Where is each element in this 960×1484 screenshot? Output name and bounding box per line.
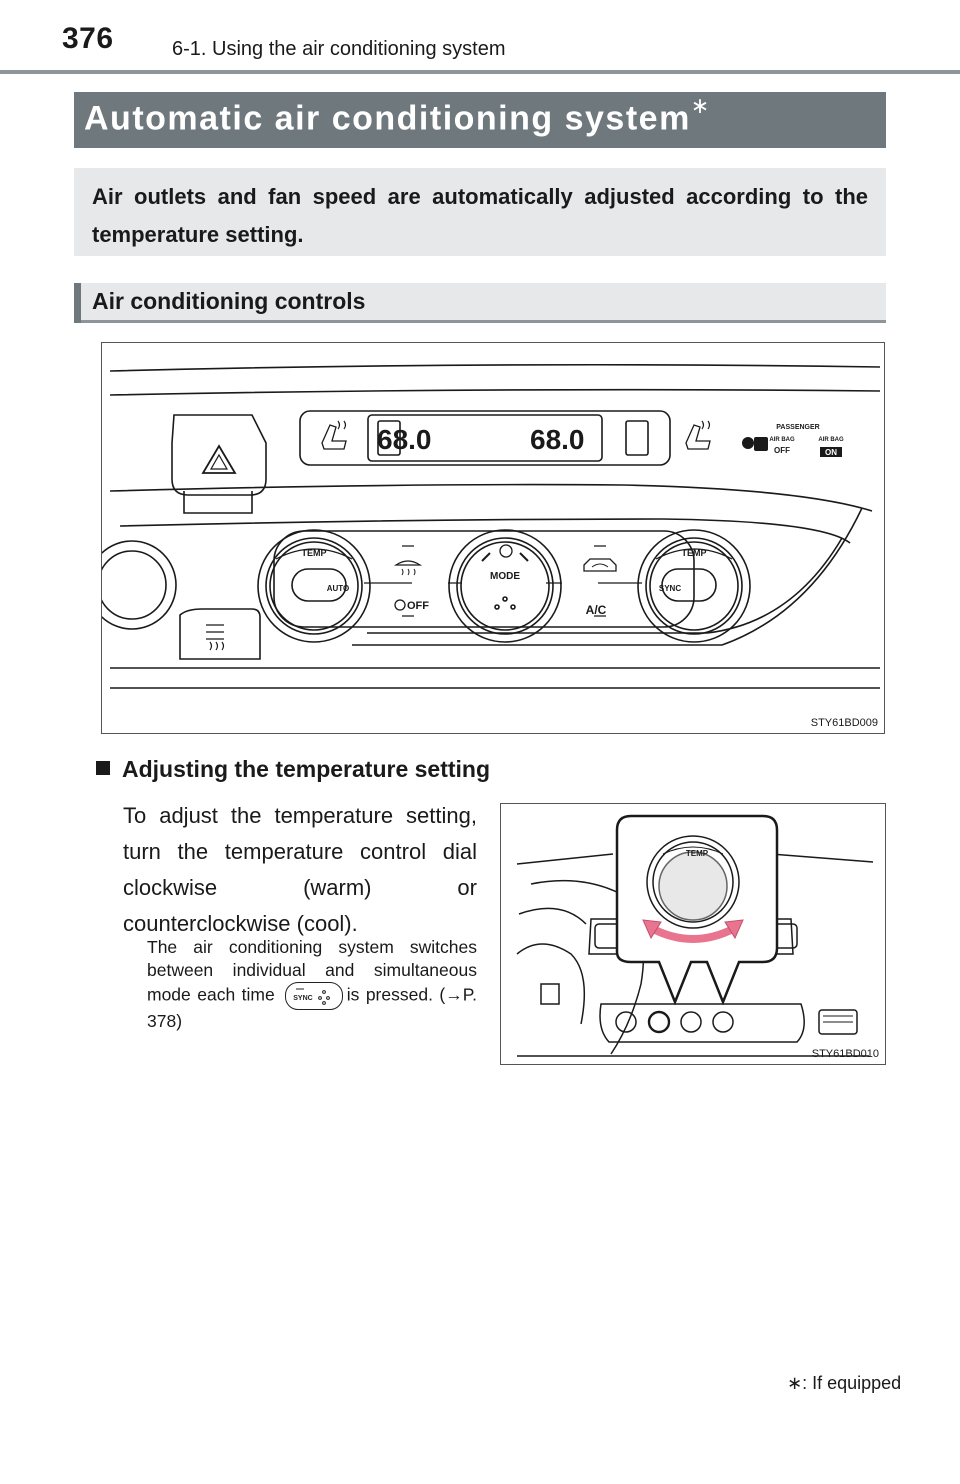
temp-label-left: TEMP xyxy=(301,548,326,558)
airbag-off-state: OFF xyxy=(774,446,790,455)
header-rule xyxy=(0,70,960,74)
temp-dial-label: TEMP xyxy=(686,849,709,858)
fan-icon[interactable] xyxy=(394,544,513,611)
airbag-on-state: ON xyxy=(825,448,837,457)
rear-defogger-icon[interactable] xyxy=(179,608,261,660)
title-bar xyxy=(74,92,886,148)
figure-code: STY61BD010 xyxy=(811,1048,879,1060)
page-title: Automatic air conditioning system∗ xyxy=(84,93,711,138)
temp-dial-figure: TEMP STY61BD010 xyxy=(500,803,886,1065)
square-bullet-icon xyxy=(96,761,110,775)
hazard-icon[interactable] xyxy=(171,414,267,514)
auto-button[interactable]: AUTO xyxy=(327,584,350,593)
sync-icon-label: SYNC xyxy=(293,995,312,1002)
page-number: 376 xyxy=(62,22,114,55)
mode-dial[interactable]: MODE xyxy=(490,571,520,582)
summary-box xyxy=(74,168,886,256)
fan-off-button[interactable]: OFF xyxy=(407,600,429,612)
airbag-on-label: AIR BAG xyxy=(818,437,844,443)
section-bar xyxy=(74,283,886,323)
body-text: To adjust the temperature setting, turn … xyxy=(123,803,477,936)
sync-button[interactable]: SYNC xyxy=(659,584,681,593)
figure-code: STY61BD009 xyxy=(810,717,878,729)
footnote: ∗: If equipped xyxy=(787,1373,902,1393)
subsection-heading: Adjusting the temperature setting xyxy=(96,756,490,783)
if-equipped-mark: ∗ xyxy=(690,93,711,118)
ac-button[interactable]: A/C xyxy=(586,603,607,617)
airbag-off-label: AIR BAG xyxy=(769,437,795,443)
temp-display-right: 68.0 xyxy=(530,424,585,455)
passenger-label: PASSENGER xyxy=(776,424,819,431)
recirculation-icon[interactable] xyxy=(583,558,617,572)
airbag-indicator-icon xyxy=(742,437,842,457)
note-text-before: The air conditioning system switches bet… xyxy=(147,937,477,1005)
control-panel-figure: 68.0 68.0 PASSENGER AIR BAG OFF AIR BAG … xyxy=(101,342,885,734)
note-text: The air conditioning system switches bet… xyxy=(147,936,477,1033)
summary-text: Air outlets and fan speed are automatica… xyxy=(92,184,868,247)
section-accent xyxy=(74,283,81,323)
page-title-text: Automatic air conditioning system xyxy=(84,99,691,138)
section-heading: Air conditioning controls xyxy=(92,288,366,314)
subsection-heading-text: Adjusting the temperature setting xyxy=(122,756,491,782)
rotate-arrow-icon xyxy=(642,919,744,943)
temp-label-right: TEMP xyxy=(681,548,706,558)
seat-heater-icon[interactable] xyxy=(321,420,347,450)
seat-heater-icon[interactable] xyxy=(685,420,711,450)
running-head: 6-1. Using the air conditioning system xyxy=(172,38,506,60)
windshield-defogger-icon[interactable] xyxy=(393,560,423,576)
sync-button-icon: SYNC xyxy=(284,982,343,1010)
note-text-after: is pressed. (→P. 378) xyxy=(147,984,478,1031)
temp-display-left: 68.0 xyxy=(377,424,432,455)
